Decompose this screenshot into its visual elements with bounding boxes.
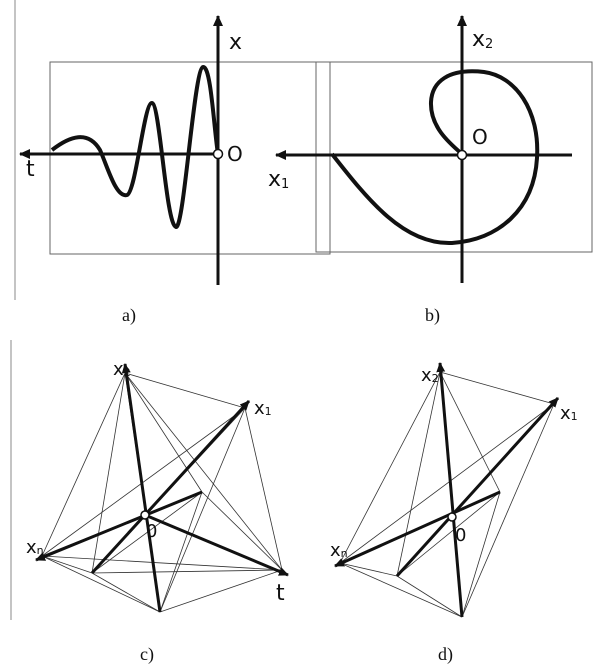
panel-d-xn-axis — [334, 490, 501, 568]
panel-c-origin-dot — [140, 510, 150, 520]
panel-a-t-label: t — [26, 157, 35, 182]
panel-b: x1 x2 O b) — [268, 15, 593, 326]
panel-a-oscillation-curve — [50, 64, 220, 230]
panel-c: x2 x1 xn t 0 c) — [10, 340, 289, 665]
panel-d-origin-label: 0 — [455, 525, 466, 546]
panel-c-x2-label: x2 — [113, 359, 131, 380]
panel-d-x1-axis — [395, 396, 560, 578]
panel-d-x2-label: x2 — [421, 365, 439, 386]
panel-d-x1-label: x1 — [560, 403, 578, 424]
panel-a-caption: a) — [122, 305, 136, 326]
panel-c-wireframe — [41, 372, 283, 613]
panel-c-origin-label: 0 — [146, 521, 157, 542]
panel-d-origin-dot — [447, 512, 457, 522]
panel-b-x1-label: x1 — [268, 167, 289, 192]
panel-c-x1-axis — [90, 399, 251, 575]
panel-a: t x O a) — [14, 0, 331, 326]
panel-a-frame — [49, 61, 331, 255]
panel-b-caption: b) — [425, 305, 440, 326]
panel-d-x2-axis — [436, 362, 464, 618]
panel-c-x1-label: x1 — [254, 398, 272, 419]
panel-c-t-label: t — [276, 581, 285, 606]
panel-b-origin-dot — [456, 149, 468, 161]
panel-b-origin-label: O — [472, 125, 488, 149]
panel-c-caption: c) — [140, 644, 154, 665]
panel-d-axes — [334, 362, 560, 618]
panel-a-origin-dot — [212, 148, 224, 160]
panel-c-t-axis — [144, 513, 289, 577]
panel-a-origin-label: O — [227, 142, 243, 166]
panel-c-xn-axis — [35, 490, 203, 562]
panel-c-x2-axis — [121, 363, 162, 613]
panel-d-wireframe — [339, 371, 555, 618]
panel-c-xn-label: xn — [26, 537, 44, 558]
panel-d-xn-label: xn — [330, 540, 348, 561]
panel-d: x2 x1 xn 0 d) — [330, 362, 578, 665]
panel-b-phase-trajectory — [330, 69, 540, 246]
panel-b-x2-label: x2 — [472, 27, 493, 52]
panel-d-caption: d) — [438, 644, 453, 665]
panel-a-x-label: x — [229, 30, 242, 55]
panel-b-frame — [315, 61, 593, 253]
panel-c-axes — [35, 363, 289, 613]
